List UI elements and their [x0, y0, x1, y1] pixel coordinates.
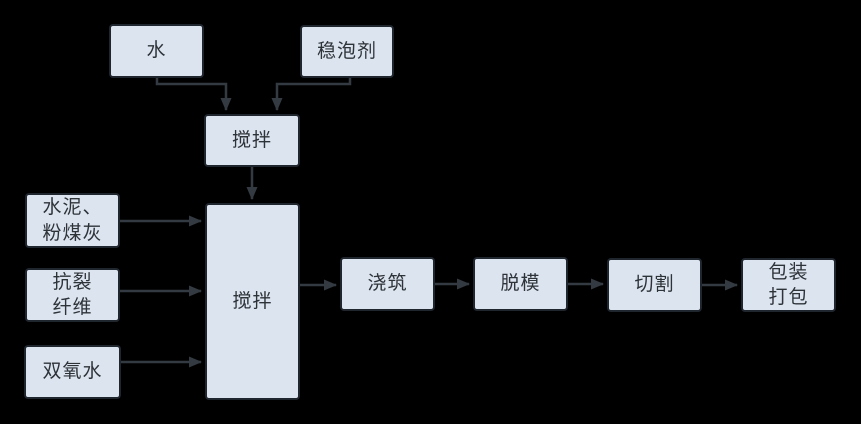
node-hydrogen-peroxide: 双氧水 [24, 345, 121, 399]
node-packaging: 包装 打包 [741, 258, 836, 312]
edge-water-to-mixing1 [155, 78, 232, 111]
node-water: 水 [109, 24, 204, 78]
node-cutting: 切割 [607, 258, 702, 312]
node-pouring: 浇筑 [340, 257, 435, 311]
node-cement-flyash: 水泥、 粉煤灰 [25, 193, 120, 248]
node-mixing-1: 搅拌 [204, 114, 300, 167]
node-demolding: 脱模 [473, 257, 568, 311]
node-anticrack-fiber: 抗裂 纤维 [25, 268, 120, 322]
node-mixing-2: 搅拌 [205, 203, 300, 400]
node-foam-stabilizer: 稳泡剂 [300, 25, 394, 78]
edge-foam-to-mixing1 [271, 78, 352, 111]
